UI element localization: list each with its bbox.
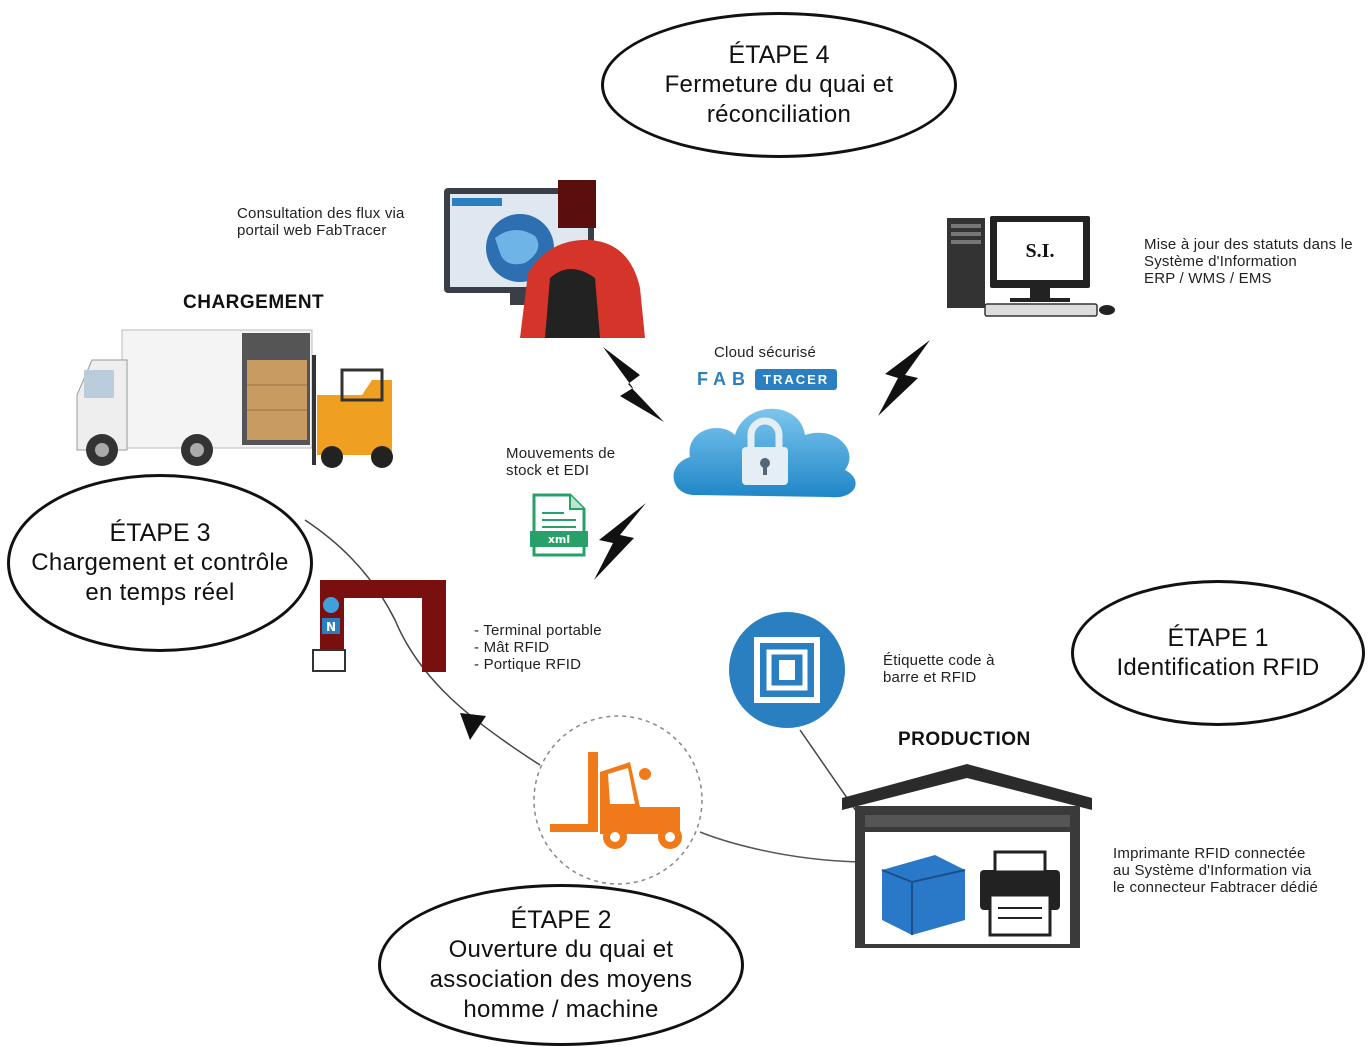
stage-1-desc: Identification RFID (1116, 654, 1320, 681)
stage-3-title: ÉTAPE 3 (109, 519, 211, 547)
caption-line: au Système d'Information via (1113, 862, 1312, 879)
label-caption: Étiquette code à barre et RFID (883, 652, 995, 686)
caption-line: Système d'Information (1144, 253, 1297, 270)
si-computer-icon: S.I. (947, 216, 1115, 317)
xml-label: xml (548, 533, 570, 546)
stage-2-title: ÉTAPE 2 (510, 906, 612, 934)
caption-line: le connecteur Fabtracer dédié (1113, 879, 1319, 896)
caption-line: Étiquette code à (883, 652, 995, 669)
operator-portal-icon (444, 180, 645, 338)
production-warehouse-icon (842, 764, 1092, 948)
chargement-heading: CHARGEMENT (183, 292, 325, 313)
lightning-icon (878, 340, 930, 416)
rfid-portal-icon: N (312, 580, 446, 672)
stage-3-desc: en temps réel (85, 579, 235, 606)
stage-2-desc: homme / machine (463, 996, 659, 1023)
caption-line: Mise à jour des statuts dans le (1144, 236, 1353, 253)
caption-line: ERP / WMS / EMS (1144, 270, 1272, 287)
caption-line: portail web FabTracer (237, 222, 387, 239)
stock-caption: Mouvements de stock et EDI (506, 445, 615, 479)
caption-line: Mouvements de (506, 445, 616, 462)
logo-tracer: TRACER (755, 368, 838, 390)
stage-1-bubble: ÉTAPE 1 Identification RFID (1071, 580, 1365, 726)
portal-caption: Consultation des flux via portail web Fa… (237, 205, 405, 239)
flow-line (304, 519, 541, 766)
terminal-caption: - Terminal portable - Mât RFID - Portiqu… (474, 622, 602, 673)
svg-text:N: N (326, 620, 336, 634)
caption-line: barre et RFID (883, 669, 977, 686)
stage-4-desc: réconciliation (706, 101, 852, 128)
stage-4-bubble: ÉTAPE 4 Fermeture du quai et réconciliat… (601, 12, 957, 158)
stage-2-desc: Ouverture du quai et (448, 936, 674, 963)
cloud-caption: Cloud sécurisé (714, 344, 817, 361)
si-label: S.I. (1026, 240, 1055, 262)
fabtracer-logo: FAB TRACER (697, 368, 838, 390)
stage-2-bubble: ÉTAPE 2 Ouverture du quai et association… (378, 884, 744, 1046)
si-caption: Mise à jour des statuts dans le Système … (1144, 236, 1353, 287)
rfid-tag-icon (729, 612, 845, 728)
stage-1-title: ÉTAPE 1 (1167, 624, 1269, 652)
lightning-icon (594, 503, 646, 580)
caption-line: stock et EDI (506, 462, 590, 479)
secure-cloud-icon (673, 408, 856, 498)
production-heading: PRODUCTION (898, 729, 1031, 750)
caption-line: - Mât RFID (474, 639, 550, 656)
printer-caption: Imprimante RFID connectée au Système d'I… (1113, 845, 1318, 896)
stage-4-desc: Fermeture du quai et (664, 71, 894, 98)
caption-line: - Terminal portable (474, 622, 602, 639)
caption-line: Consultation des flux via (237, 205, 405, 222)
caption-line: Imprimante RFID connectée (1113, 845, 1306, 862)
logo-fab: FAB (697, 368, 751, 389)
forklift-icon (533, 715, 703, 885)
stage-4-title: ÉTAPE 4 (728, 41, 830, 69)
stage-3-bubble: ÉTAPE 3 Chargement et contrôle en temps … (7, 474, 313, 652)
flow-line (699, 831, 861, 863)
xml-file-icon: xml (530, 493, 588, 557)
flow-arrow-head (460, 713, 486, 740)
stage-3-desc: Chargement et contrôle (31, 549, 289, 576)
caption-line: - Portique RFID (474, 656, 582, 673)
stage-2-desc: association des moyens (429, 966, 693, 993)
lightning-icon (603, 347, 664, 422)
truck-loading-icon (76, 329, 393, 468)
